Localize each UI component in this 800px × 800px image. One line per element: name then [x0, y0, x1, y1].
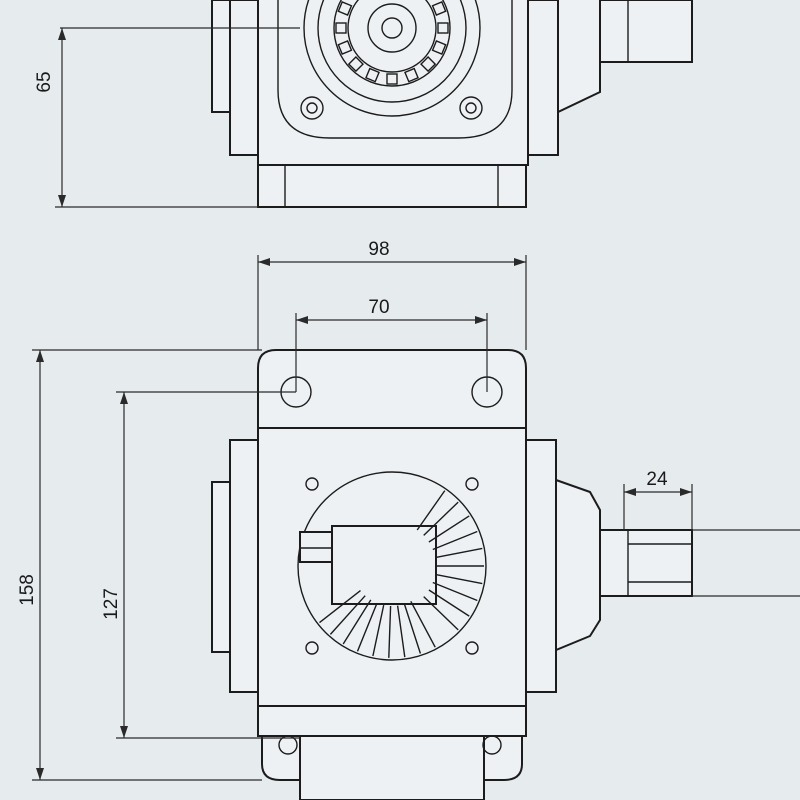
bearing-ball [337, 40, 353, 55]
front-bolt-hole-tl [305, 477, 319, 491]
front-right-plate [525, 439, 557, 693]
gear-tooth [342, 599, 372, 645]
bearing-ball [431, 40, 447, 55]
gear-tooth [423, 501, 459, 536]
top-bearing-race [317, 0, 467, 103]
front-left-plate [229, 439, 259, 693]
top-bolt-hole-right [459, 96, 483, 120]
front-bolt-hole-bl [305, 641, 319, 655]
top-shaft-center [381, 17, 403, 39]
top-right-shaft [599, 0, 693, 63]
front-bolt-hole-br [465, 641, 479, 655]
bearing-ball [437, 22, 449, 34]
dim-65-label: 65 [34, 71, 55, 92]
front-bevel-gear-teeth-bottom [319, 590, 436, 658]
front-base-block [299, 735, 485, 800]
gear-tooth [372, 604, 385, 657]
gear-tooth [428, 589, 470, 617]
bearing-ball [431, 1, 447, 16]
gear-tooth [329, 595, 366, 635]
gear-tooth [319, 590, 361, 624]
dim-127-label: 127 [101, 588, 122, 620]
front-bolt-hole-tr [465, 477, 479, 491]
front-bevel-gear-teeth-right [416, 490, 484, 631]
gear-tooth [403, 603, 422, 654]
front-base-foot-left [261, 735, 301, 781]
front-dimensions: 98 70 158 127 24 [17, 239, 800, 781]
dim-70-label: 70 [368, 297, 389, 318]
gear-tooth [432, 581, 478, 602]
front-output-shaft [599, 529, 693, 597]
top-right-plate [527, 0, 559, 156]
top-right-boss [557, 0, 601, 114]
top-flange-face [277, 0, 513, 139]
top-bearing-inner [333, 0, 451, 87]
bearing-ball [335, 22, 347, 34]
front-gear-shaft-left [299, 531, 333, 563]
dim-24-label: 24 [646, 469, 668, 490]
gear-tooth [435, 573, 483, 585]
bearing-ball [420, 56, 437, 73]
front-base-plate [257, 705, 527, 737]
gear-tooth [388, 605, 392, 658]
front-base-hole-left [278, 735, 298, 755]
dim-158-label: 158 [17, 574, 38, 606]
gear-tooth [416, 490, 446, 531]
top-bolt-hole-right-inner [465, 102, 477, 114]
top-bolt-hole-left-inner [306, 102, 318, 114]
top-base [257, 164, 527, 208]
top-view: 65 [34, 0, 693, 208]
gear-tooth [423, 596, 459, 631]
front-base-foot-right [483, 735, 523, 781]
top-bearing-balls-ring [347, 0, 437, 73]
gear-tooth [356, 602, 378, 652]
front-view [211, 349, 693, 800]
top-bearing-outer [303, 0, 481, 117]
front-right-boss [555, 478, 601, 652]
bearing-ball [365, 67, 380, 83]
front-gear-shaft-block [331, 525, 437, 605]
top-bearing-balls [335, 1, 449, 85]
front-gear-opening [297, 471, 487, 661]
top-main-body [257, 0, 529, 166]
gear-tooth [435, 547, 483, 559]
gear-tooth [410, 600, 436, 648]
top-left-plate [229, 0, 259, 156]
gear-tooth [428, 515, 470, 543]
top-bolt-hole-left [300, 96, 324, 120]
gear-tooth [432, 530, 478, 551]
dim-98-label: 98 [368, 239, 389, 260]
front-base-hole-right [482, 735, 502, 755]
top-shaft-circle [367, 3, 417, 53]
bearing-ball [386, 73, 398, 85]
bearing-ball [347, 56, 364, 73]
bearing-ball [337, 1, 353, 16]
bearing-ball [404, 67, 419, 83]
front-mounting-ear [257, 349, 527, 429]
gear-tooth [396, 605, 406, 658]
